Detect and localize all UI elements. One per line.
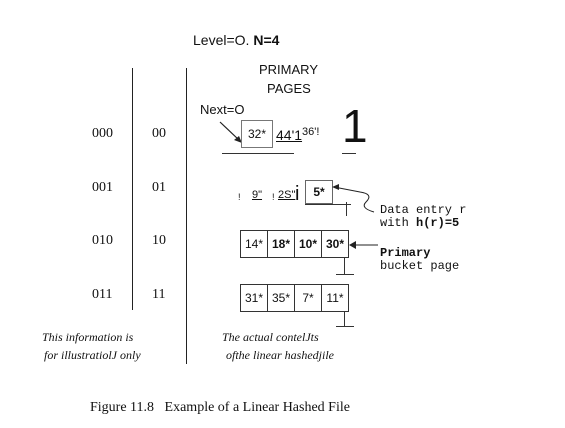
bucket-1-entry-2: 5* — [305, 180, 333, 204]
hash2-row-0: 00 — [152, 126, 166, 141]
bucket-3-entry-0: 31* — [240, 284, 268, 312]
bucket-1-tick-1: ! — [238, 192, 241, 202]
hash2-row-3: 11 — [152, 287, 166, 302]
bucket-0-entry-2: 36'! — [302, 126, 320, 138]
data-entry-hash-code: h(r)=5 — [416, 216, 460, 230]
bucket-1-tick-2: ! — [272, 192, 275, 202]
bucket-3-entry-2: 7* — [294, 284, 322, 312]
big-one-mark: 1 — [342, 100, 368, 152]
divider-right — [186, 68, 187, 364]
hash3-row-3: 011 — [92, 287, 113, 302]
figure-caption: Figure 11.8 Example of a Linear Hashed F… — [90, 400, 350, 415]
primary-bucket-arrow — [349, 241, 378, 249]
left-caption-line1: This information is — [42, 330, 134, 344]
primary-bucket-label-line1: Primary — [380, 246, 431, 260]
bucket-1-entry-0: 9" — [252, 189, 263, 201]
data-entry-arrow — [332, 184, 375, 213]
bucket-2-entry-0: 14* — [240, 230, 268, 258]
bucket-0-underline-right — [342, 153, 356, 154]
bucket-2-entry-1: 18* — [267, 230, 295, 258]
level-info: Level=O. N=4 — [193, 32, 279, 48]
primary-bucket-label-line2: bucket page — [380, 259, 460, 273]
bucket-1-bar: i — [295, 183, 300, 205]
hash2-row-1: 01 — [152, 180, 166, 195]
next-pointer-label: Next=O — [200, 102, 245, 117]
bucket-2: 14* 18* 10* 30* — [240, 230, 380, 278]
bucket-2-entry-2: 10* — [294, 230, 322, 258]
bucket-3: 31* 35* 7* 11* — [240, 284, 380, 332]
primary-pages-line1: PRIMARY — [259, 62, 318, 77]
bucket-3-stub — [344, 312, 345, 326]
left-caption-line2: for illustratiolJ only — [44, 348, 141, 362]
bucket-1-stub — [346, 202, 347, 216]
bucket-0-entry-0: 32* — [241, 120, 273, 148]
hash2-row-2: 10 — [152, 233, 166, 248]
bucket-2-entry-3: 30* — [321, 230, 349, 258]
bucket-2-stub — [344, 258, 345, 274]
data-entry-label-line1: Data entry r — [380, 203, 467, 217]
hash3-row-1: 001 — [92, 180, 113, 195]
bucket-3-stub-base — [336, 326, 354, 327]
data-entry-label-prefix: with — [380, 216, 417, 230]
bucket-1-entry-1: 2S" — [278, 189, 296, 201]
hash3-row-0: 000 — [92, 126, 113, 141]
data-entry-label-line2: with h(r)=5 — [380, 216, 459, 230]
bucket-3-entry-1: 35* — [267, 284, 295, 312]
bucket-2-stub-base — [336, 274, 354, 275]
bucket-1: ! 9" ! 2S" i 5* — [236, 180, 356, 220]
bucket-0: 32* 44'1 36'! — [222, 112, 382, 157]
hash3-row-2: 010 — [92, 233, 113, 248]
bucket-1-underline — [305, 204, 351, 205]
next-arrow — [219, 121, 242, 143]
right-caption-line2: ofthe linear hashedjile — [226, 348, 334, 362]
divider-left — [132, 68, 133, 310]
n-label: N=4 — [253, 32, 280, 48]
bucket-3-entry-3: 11* — [321, 284, 349, 312]
bucket-0-entry-1: 44'1 — [276, 127, 303, 143]
level-label: Level=O. — [193, 32, 250, 48]
bucket-0-underline — [222, 153, 294, 154]
right-caption-line1: The actual contelJts — [222, 330, 319, 344]
primary-pages-line2: PAGES — [267, 81, 311, 96]
